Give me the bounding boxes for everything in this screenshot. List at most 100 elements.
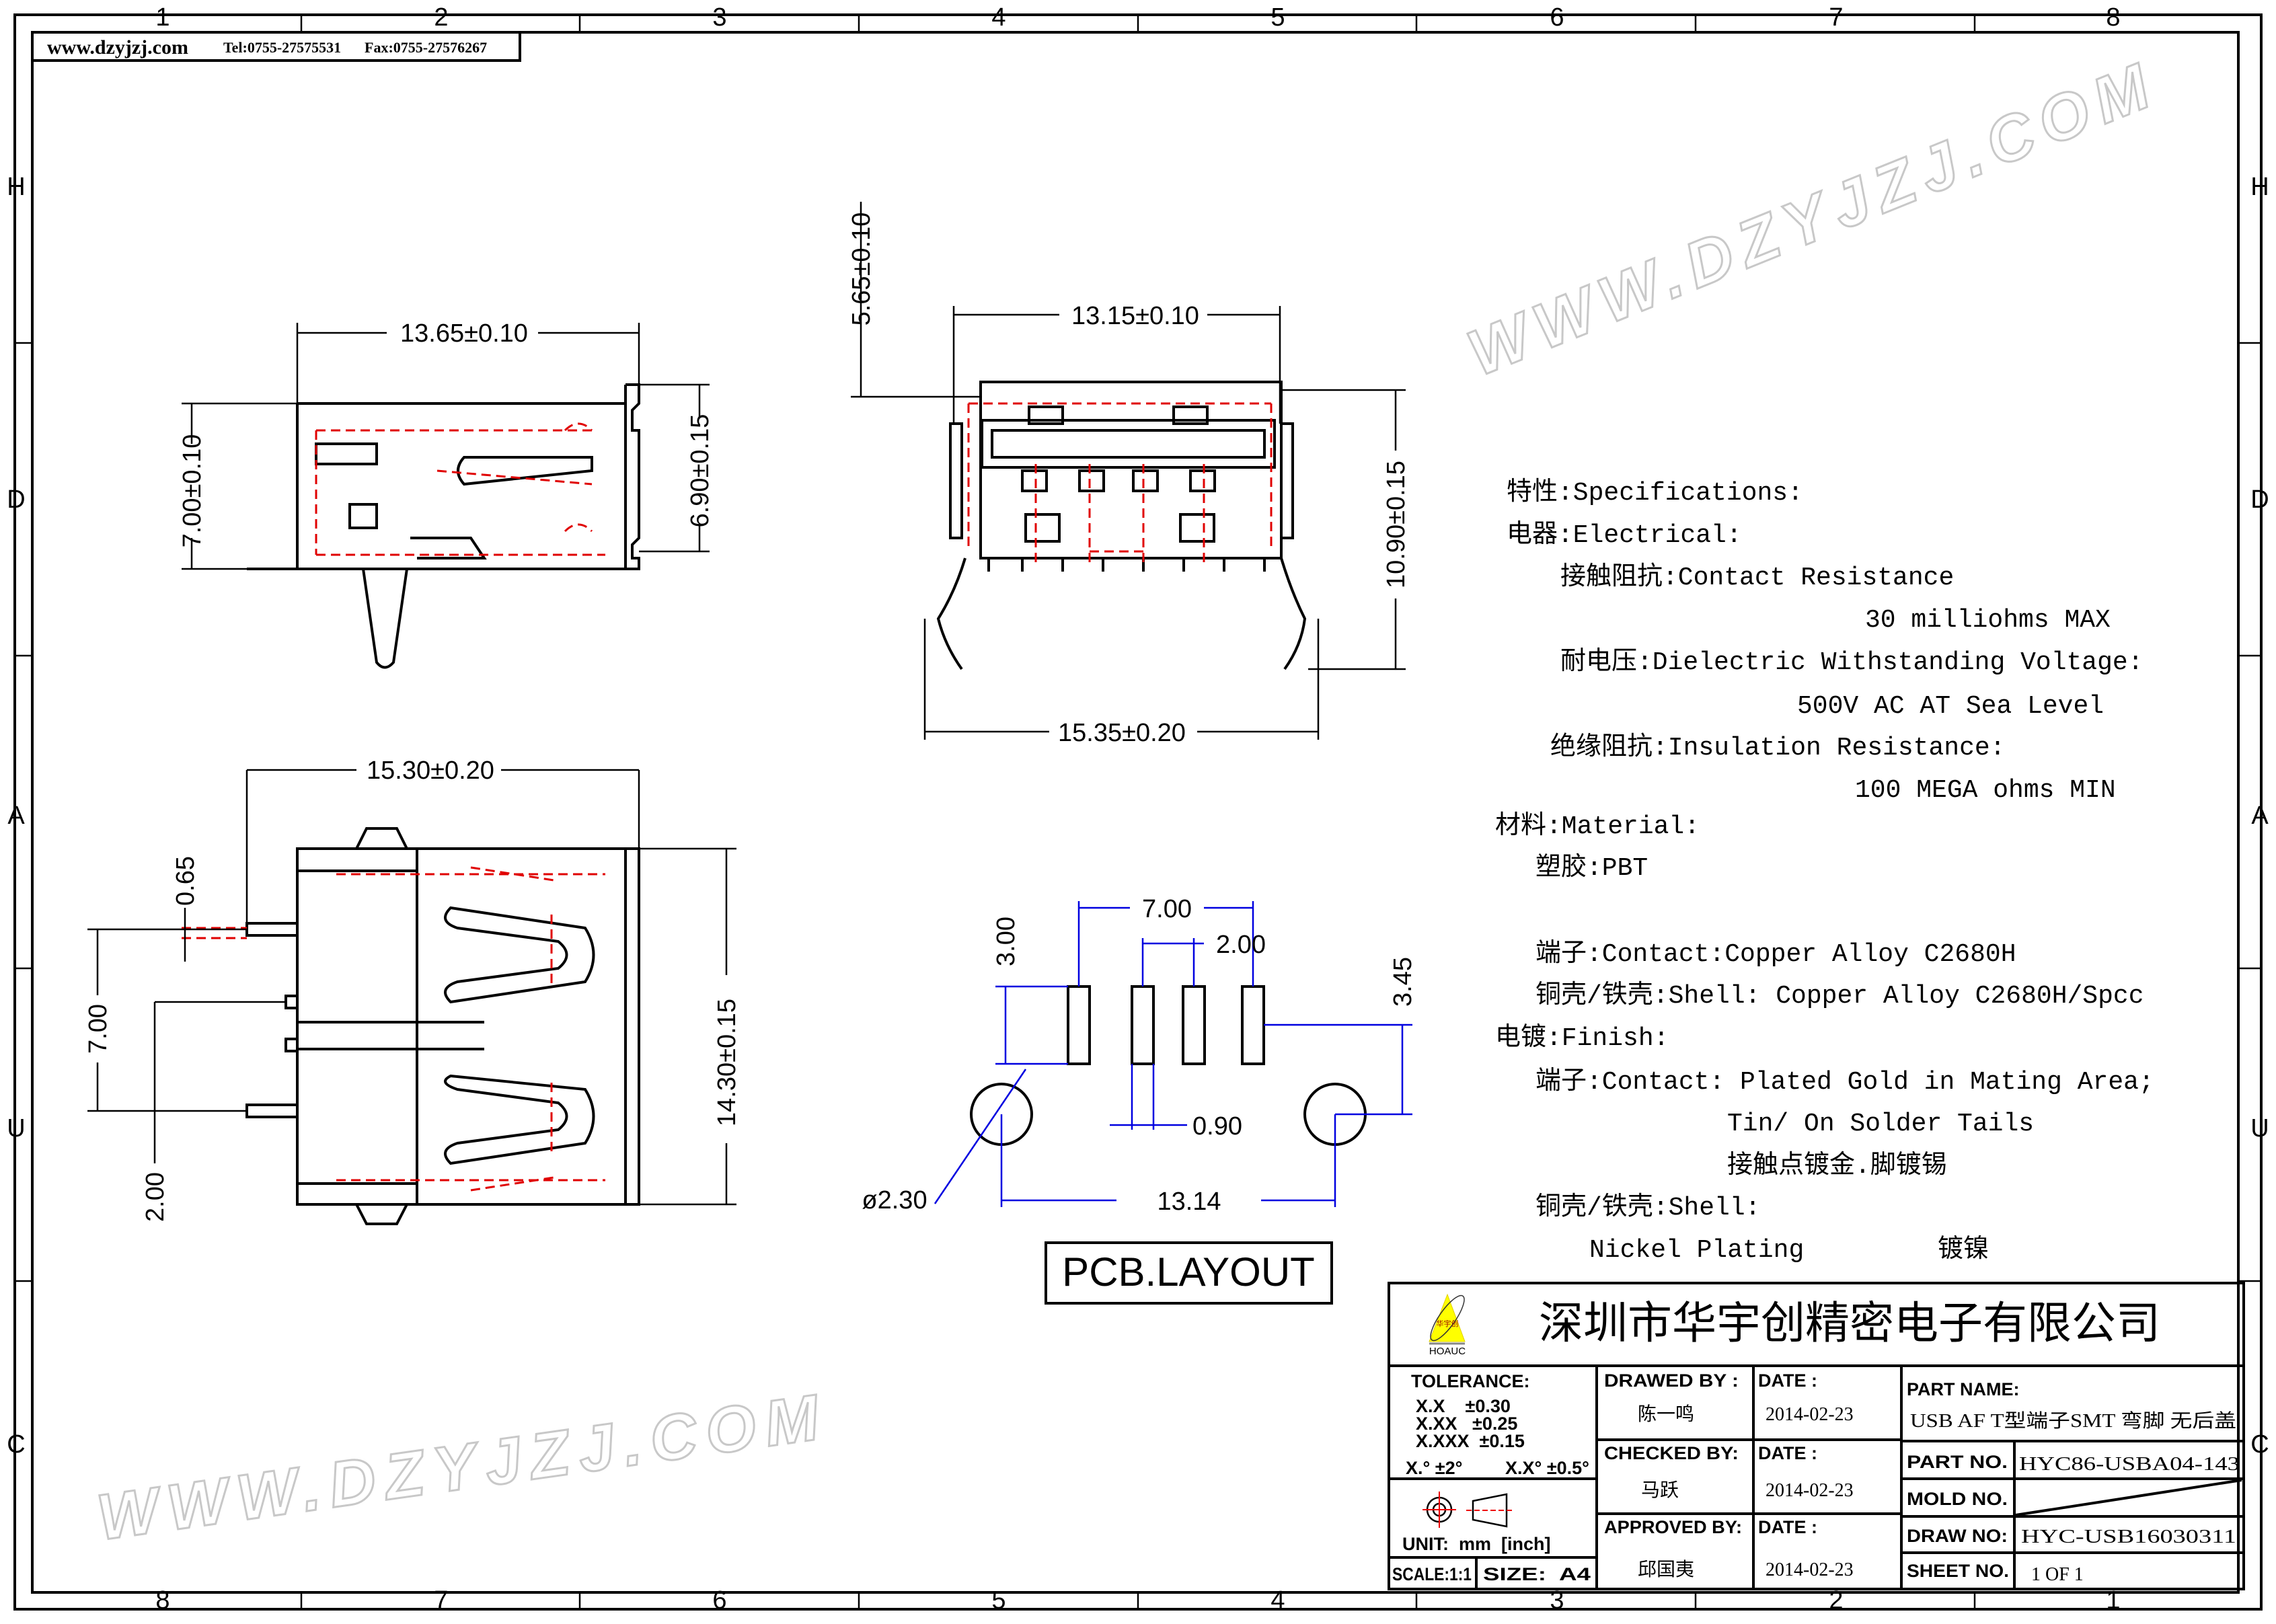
zone-labels-bottom: 8 7 6 5 4 3 2 1	[155, 1586, 2120, 1615]
zone-col: 4	[1270, 1586, 1285, 1615]
outer-frame	[13, 13, 2263, 1611]
approved-by-label: APPROVED BY:	[1604, 1517, 1742, 1537]
checked-by-name: 马跃	[1641, 1480, 1679, 1501]
dim-pcb-pad-pitch: 2.00	[1216, 931, 1266, 959]
zone-ticks	[15, 15, 2261, 1609]
sheet-no: 1 OF 1	[2031, 1564, 2084, 1585]
pcb-pad	[1131, 985, 1155, 1065]
tolerance-line: X.X ±0.30	[1416, 1396, 1511, 1416]
spec-line: 材料:Material:	[1495, 812, 1700, 841]
part-no: HYC86-USBA04-143	[2019, 1454, 2240, 1475]
projection-symbol-icon	[1422, 1492, 1513, 1528]
zone-col: 3	[712, 3, 726, 32]
spec-line: 塑胶:PBT	[1535, 853, 1648, 883]
pcb-layout-title: PCB.LAYOUT	[1062, 1249, 1315, 1294]
pcb-layout: 7.00 2.00 3.00 3.45 0.90 13.14 ø2.30 PCB…	[862, 895, 1417, 1305]
date-value: 2014-02-23	[1766, 1559, 1854, 1580]
contact-header: www.dzyjzj.com Tel:0755-27575531 Fax:075…	[31, 31, 521, 62]
title-block: 华宇创 HOAUC 深圳市华宇创精密电子有限公司 TOLERANCE: X.X …	[1388, 1282, 2245, 1590]
watermark: WWW.DZYJZJ.COM	[1458, 47, 2168, 390]
date-label: DATE :	[1758, 1517, 1817, 1537]
company-name: 深圳市华宇创精密电子有限公司	[1539, 1297, 2160, 1349]
dim-top-width: 14.30±0.15	[713, 999, 741, 1126]
dim-top-pin-width: 0.65	[172, 856, 200, 906]
zone-col: 2	[434, 3, 448, 32]
zone-row: D	[2250, 486, 2269, 514]
pcb-pad	[1067, 985, 1091, 1065]
zone-col: 1	[155, 3, 169, 32]
logo-brand: HOAUC	[1429, 1346, 1466, 1357]
drawed-by-name: 陈一鸣	[1638, 1403, 1694, 1425]
top-view: 15.30±0.20 0.65 7.00 14.30±0.15 2.00	[84, 757, 741, 1225]
dim-pcb-hole-diameter: ø2.30	[862, 1186, 927, 1214]
spec-line: 特性:Specifications:	[1507, 478, 1803, 508]
dim-pcb-pad-width: 0.90	[1192, 1112, 1242, 1140]
spec-line: Nickel Plating	[1589, 1236, 1804, 1265]
zone-row: U	[2250, 1114, 2269, 1143]
drawed-by-label: DRAWED BY :	[1604, 1370, 1739, 1391]
size-label: SIZE: A4	[1483, 1564, 1591, 1584]
tolerance-label: TOLERANCE:	[1411, 1371, 1530, 1391]
date-label: DATE :	[1758, 1370, 1817, 1391]
dim-top-pin-pitch: 2.00	[141, 1172, 169, 1222]
spec-line: 铜壳/铁壳:Shell:	[1535, 1193, 1760, 1223]
pcb-pad	[1182, 985, 1206, 1065]
spec-line: 电镀:Finish:	[1495, 1023, 1669, 1053]
draw-no: HYC-USB16030311	[2021, 1526, 2236, 1547]
tolerance-line: X.XX ±0.25	[1416, 1414, 1517, 1434]
spec-line: 铜壳/铁壳:Shell: Copper Alloy C2680H/Spcc	[1535, 981, 2144, 1011]
dim-side-height-left: 7.00±0.10	[178, 434, 206, 548]
zone-labels-rows: H D A U C H D A U C	[7, 173, 2269, 1459]
dim-front-width-bottom: 15.35±0.20	[1058, 719, 1186, 747]
unit-label: UNIT: mm [inch]	[1402, 1534, 1551, 1554]
zone-row: C	[7, 1430, 25, 1459]
part-no-label: PART NO.	[1907, 1452, 2008, 1472]
spec-line: 接触阻抗:Contact Resistance	[1560, 562, 1954, 592]
date-label: DATE :	[1758, 1443, 1817, 1463]
zone-row: C	[2250, 1430, 2269, 1459]
zone-col: 7	[434, 1586, 448, 1615]
watermark: WWW.DZYJZJ.COM	[93, 1380, 833, 1553]
front-view: 13.15±0.10 5.65±0.10 10.90±0.15 15.35±0.…	[847, 202, 1410, 747]
scale-label: SCALE:1:1	[1392, 1564, 1472, 1584]
dim-front-height-right: 10.90±0.15	[1382, 461, 1410, 588]
zone-row: H	[7, 173, 25, 201]
zone-col: 8	[155, 1586, 169, 1615]
zone-row: H	[2250, 173, 2269, 201]
approved-by-name: 邱国夷	[1638, 1559, 1694, 1580]
spec-line: 端子:Contact: Plated Gold in Mating Area;	[1535, 1067, 2154, 1097]
zone-row: A	[2251, 802, 2269, 830]
spec-line: 500V AC AT Sea Level	[1797, 692, 2104, 721]
spec-line: Tin/ On Solder Tails	[1727, 1110, 2034, 1138]
dim-side-width: 13.65±0.10	[400, 319, 528, 348]
part-name: USB AF T型端子SMT 弯脚 无后盖	[1910, 1410, 2236, 1432]
part-name-label: PART NAME:	[1907, 1379, 2019, 1399]
spec-line: 端子:Contact:Copper Alloy C2680H	[1535, 939, 2016, 969]
dim-side-height-right: 6.90±0.15	[686, 414, 714, 528]
checked-by-label: CHECKED BY:	[1604, 1443, 1739, 1463]
spec-line: 耐电压:Dielectric Withstanding Voltage:	[1560, 648, 2144, 677]
draw-no-label: DRAW NO:	[1907, 1526, 2008, 1546]
zone-col: 5	[1270, 3, 1285, 32]
specifications: 特性:Specifications: 电器:Electrical: 接触阻抗:C…	[1495, 478, 2154, 1265]
zone-row: U	[7, 1114, 25, 1143]
dim-top-pin-span: 7.00	[84, 1004, 112, 1054]
spec-line: 100 MEGA ohms MIN	[1855, 776, 2116, 805]
zone-col: 3	[1550, 1586, 1564, 1615]
inner-frame	[31, 31, 2240, 1594]
dim-pcb-hole-span: 13.14	[1157, 1188, 1221, 1216]
zone-labels-top: 1 2 3 4 5 6 7 8	[155, 3, 2120, 32]
spec-line: 绝缘阻抗:Insulation Resistance:	[1550, 732, 2006, 763]
tolerance-line: X.XXX ±0.15	[1416, 1431, 1525, 1451]
tel-text: Tel:0755-27575531	[223, 39, 341, 56]
zone-col: 7	[1829, 3, 1843, 32]
zone-col: 4	[991, 3, 1006, 32]
dim-front-height-top: 5.65±0.10	[847, 212, 876, 326]
zone-row: A	[7, 802, 25, 830]
dim-front-width-top: 13.15±0.10	[1071, 302, 1199, 330]
zone-col: 8	[2106, 3, 2120, 32]
fax-text: Fax:0755-27576267	[365, 39, 487, 56]
mold-no-label: MOLD NO.	[1907, 1489, 2008, 1509]
website-link[interactable]: www.dzyjzj.com	[47, 36, 188, 59]
